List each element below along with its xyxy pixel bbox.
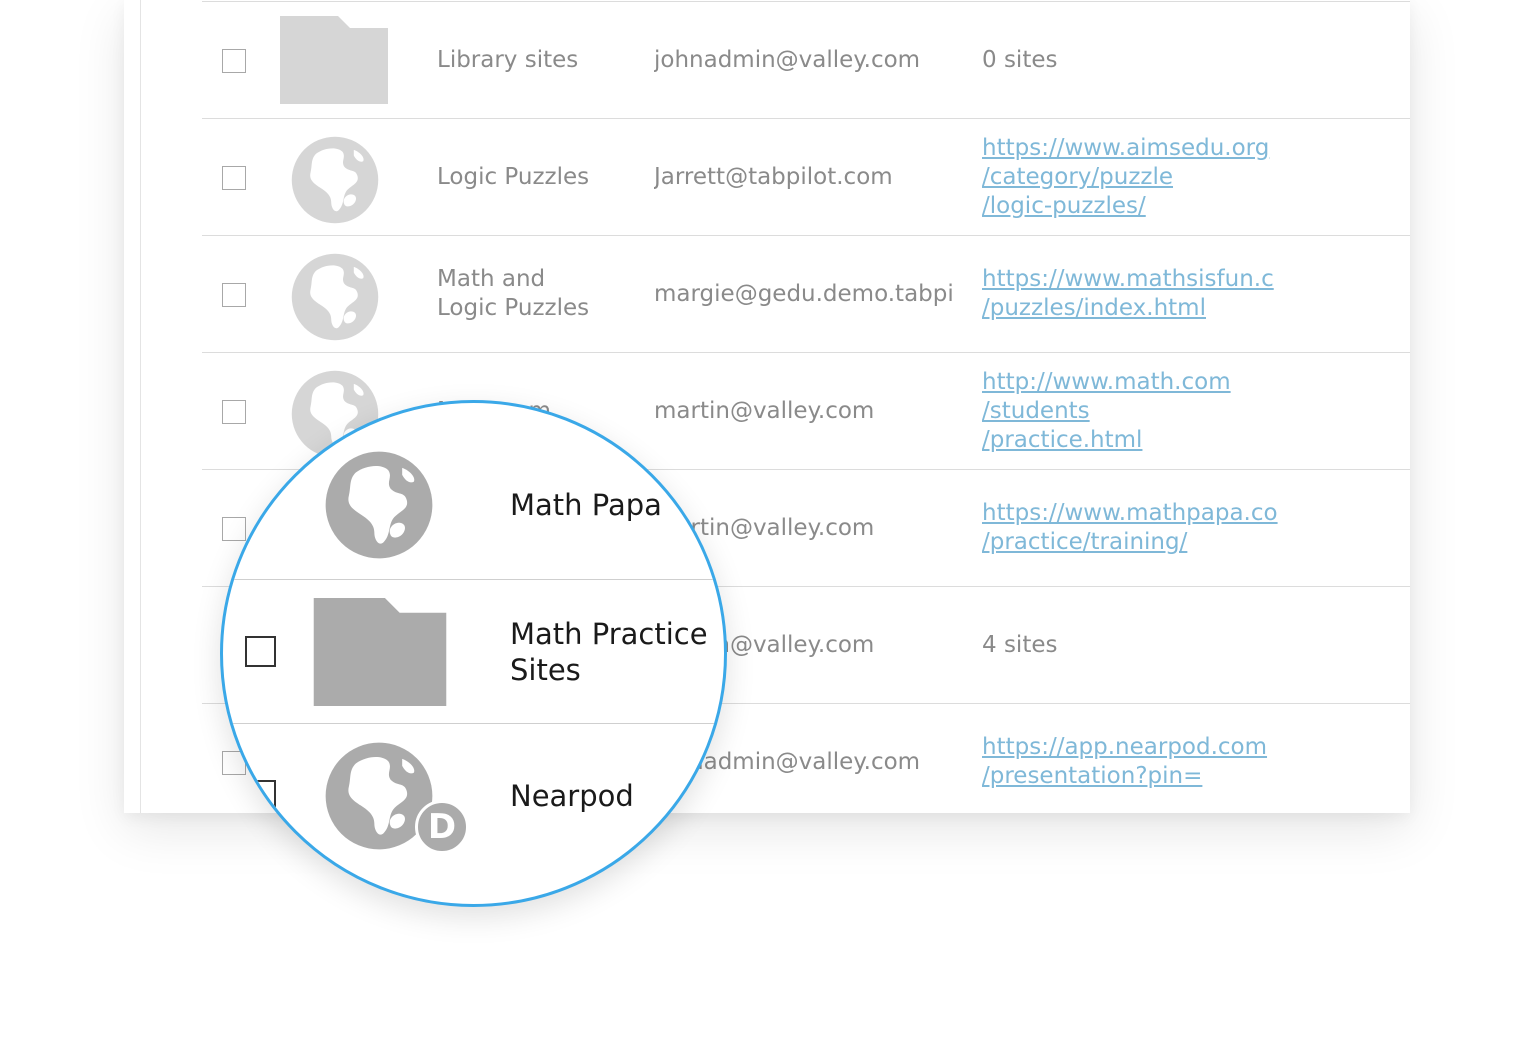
site-url-cell: https://www.mathpapa.co /practice/traini… bbox=[982, 470, 1288, 586]
site-name: Logic Puzzles bbox=[437, 163, 590, 190]
site-url-cell: http://www.math.com /students /practice.… bbox=[982, 353, 1288, 469]
owner-email: johnadmin@valley.com bbox=[654, 46, 921, 73]
site-url-link[interactable]: https://app.nearpod.com /presentation?pi… bbox=[982, 734, 1268, 789]
site-url-link[interactable]: http://www.math.com /students /practice.… bbox=[982, 368, 1231, 453]
folder-icon bbox=[313, 594, 449, 709]
site-url-cell: https://www.mathsisfun.c /puzzles/index.… bbox=[982, 236, 1288, 352]
magnified-row-checkbox[interactable] bbox=[245, 636, 276, 667]
status-badge: D bbox=[415, 800, 469, 854]
magnified-row-checkbox[interactable] bbox=[245, 780, 276, 811]
owner-email: martin@valley.com bbox=[654, 397, 875, 424]
table-row[interactable]: Math.commartin@valley.comhttp://www.math… bbox=[202, 352, 1410, 469]
site-count: 4 sites bbox=[982, 631, 1058, 658]
site-count: 0 sites bbox=[982, 46, 1058, 73]
site-url-link[interactable]: https://www.aimsedu.org /category/puzzle… bbox=[982, 134, 1270, 219]
owner-email: margie@gedu.demo.tabpi bbox=[654, 280, 954, 307]
magnified-row[interactable]: D Nearpod bbox=[223, 723, 724, 867]
row-checkbox[interactable] bbox=[222, 283, 246, 307]
table-row[interactable]: Library sites johnadmin@valley.com 0 sites bbox=[202, 1, 1410, 118]
folder-icon bbox=[280, 16, 388, 104]
site-url-cell: https://app.nearpod.com /presentation?pi… bbox=[982, 704, 1288, 813]
magnified-site-name: Math Practice Sites bbox=[510, 617, 708, 687]
table-row[interactable]: Logic Puzzles Jarrett@tabpilot.com https:/… bbox=[202, 118, 1410, 235]
site-url-cell: https://www.aimsedu.org /category/puzzle… bbox=[982, 119, 1288, 235]
globe-icon bbox=[313, 738, 449, 853]
magnified-site-name: Math Papa bbox=[510, 488, 662, 522]
row-checkbox[interactable] bbox=[222, 517, 246, 541]
owner-email: Jarrett@tabpilot.com bbox=[654, 163, 893, 190]
table-row[interactable]: Math and Logic Puzzles margie@gedu.demo.t… bbox=[202, 235, 1410, 352]
globe-icon bbox=[313, 447, 449, 562]
magnified-row[interactable]: Math Papa bbox=[223, 433, 724, 579]
site-name: Library sites bbox=[437, 46, 579, 73]
site-url-link[interactable]: https://www.mathsisfun.c /puzzles/index.… bbox=[982, 266, 1274, 321]
site-name: Math and Logic Puzzles bbox=[437, 266, 590, 321]
globe-icon bbox=[280, 133, 388, 224]
row-checkbox[interactable] bbox=[222, 166, 246, 190]
globe-icon bbox=[280, 250, 388, 341]
panel-divider bbox=[140, 0, 141, 813]
site-url-link[interactable]: https://www.mathpapa.co /practice/traini… bbox=[982, 500, 1278, 555]
row-checkbox[interactable] bbox=[222, 49, 246, 73]
magnified-row[interactable]: Math Practice Sites bbox=[223, 579, 724, 723]
magnified-site-name: Nearpod bbox=[510, 779, 634, 813]
row-checkbox[interactable] bbox=[222, 400, 246, 424]
